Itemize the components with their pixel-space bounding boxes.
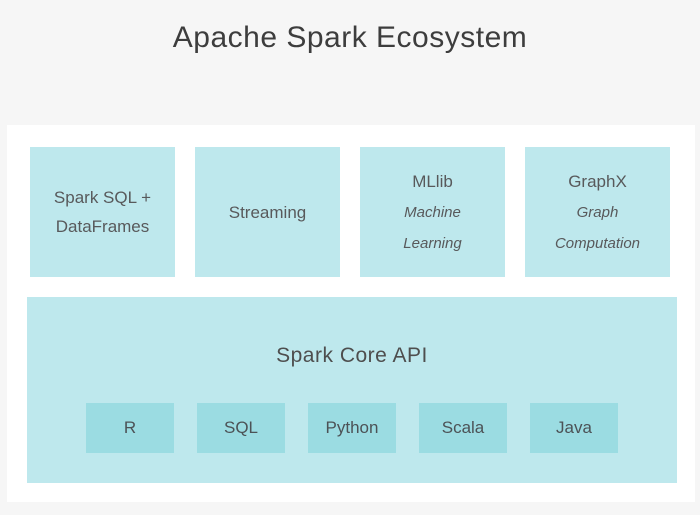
component-row: Spark SQL + DataFrames Streaming MLlib M… <box>30 147 670 277</box>
component-label: Spark SQL + <box>53 188 152 207</box>
language-box-java: Java <box>530 403 618 453</box>
component-subtitle: Computation <box>554 234 641 252</box>
component-label: DataFrames <box>55 217 150 236</box>
component-label: Streaming <box>228 202 307 222</box>
language-label: SQL <box>223 418 259 437</box>
diagram-panel: Spark SQL + DataFrames Streaming MLlib M… <box>7 125 695 502</box>
component-box-mllib: MLlib Machine Learning <box>360 147 505 277</box>
language-label: R <box>123 418 137 437</box>
language-box-scala: Scala <box>419 403 507 453</box>
diagram-title: Apache Spark Ecosystem <box>172 21 528 54</box>
spark-core-box: Spark Core API R SQL Python Scala Java <box>27 297 677 483</box>
component-subtitle: Graph <box>576 203 619 221</box>
component-label: MLlib <box>412 171 453 191</box>
component-subtitle: Learning <box>403 234 462 252</box>
language-label: Scala <box>441 418 485 437</box>
component-box-streaming: Streaming <box>195 147 340 277</box>
component-box-graphx: GraphX Graph Computation <box>525 147 670 277</box>
language-box-r: R <box>86 403 174 453</box>
language-row: R SQL Python Scala Java <box>27 403 677 453</box>
spark-core-label: Spark Core API <box>276 344 428 367</box>
language-box-python: Python <box>308 403 396 453</box>
component-subtitle: Machine <box>404 203 461 221</box>
language-label: Python <box>325 418 379 437</box>
language-label: Java <box>556 418 592 437</box>
language-box-sql: SQL <box>197 403 285 453</box>
component-box-spark-sql-dataframes: Spark SQL + DataFrames <box>30 147 175 277</box>
component-label: GraphX <box>568 171 627 191</box>
